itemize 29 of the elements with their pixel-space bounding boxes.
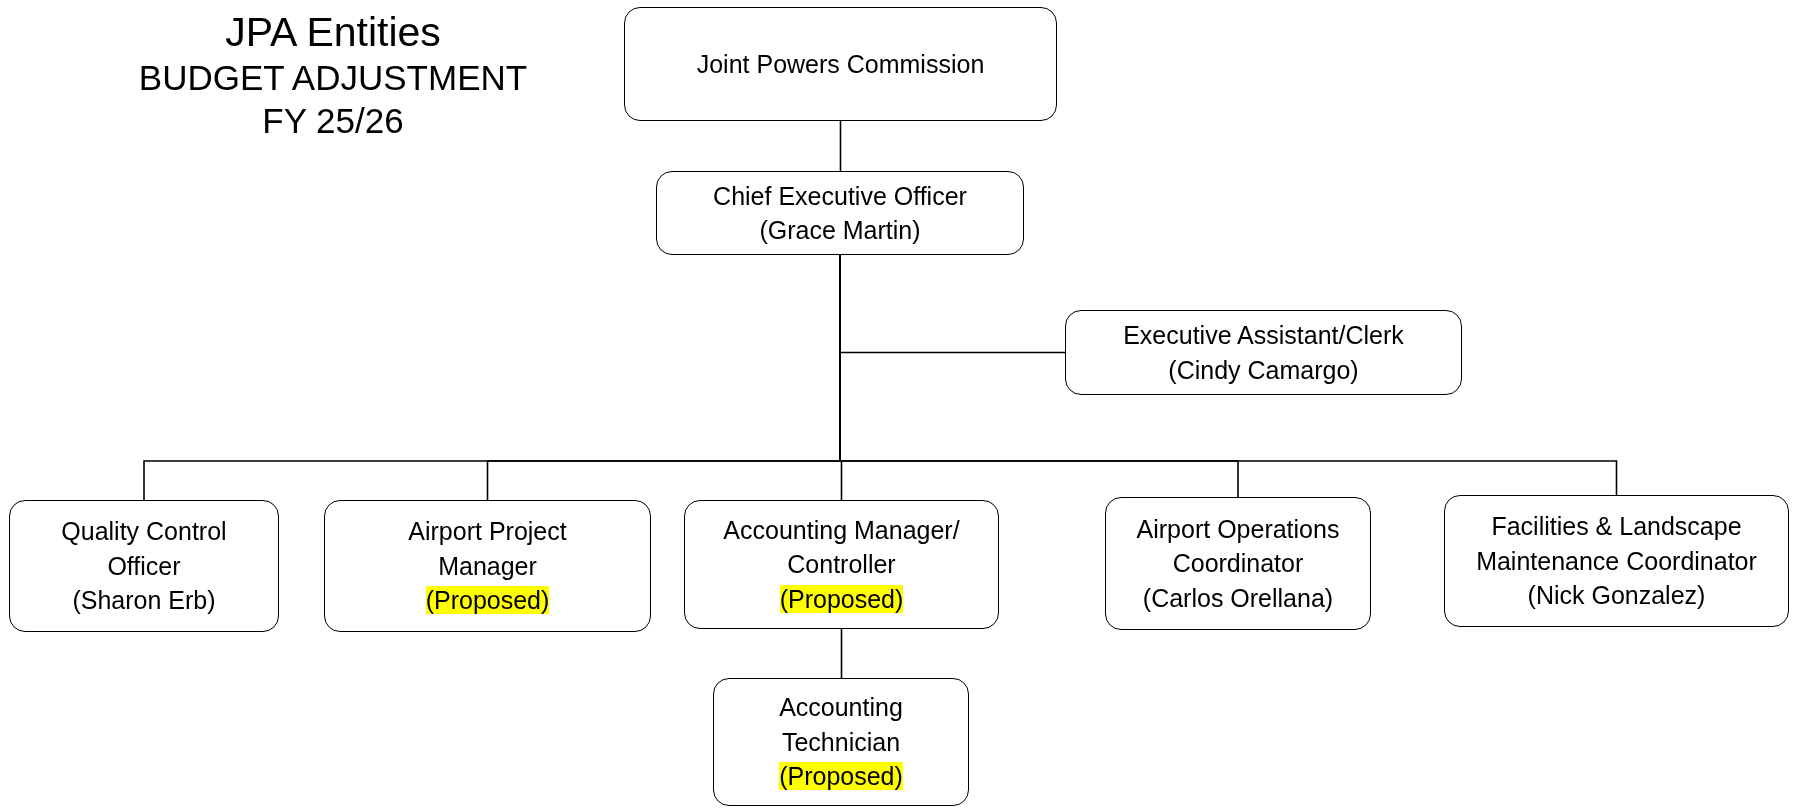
role-title: Facilities & Landscape Maintenance Coordinator xyxy=(1475,511,1758,577)
role-title: Executive Assistant/Clerk xyxy=(1122,320,1405,351)
connector-line xyxy=(840,628,843,679)
role-title: Accounting Technician xyxy=(778,692,904,758)
role-title: Chief Executive Officer xyxy=(712,180,968,212)
diagram-title: JPA Entities xyxy=(224,8,442,57)
person-name: (Nick Gonzalez) xyxy=(1526,580,1707,612)
person-name: (Carlos Orellana) xyxy=(1141,582,1335,614)
person-name: (Sharon Erb) xyxy=(71,585,217,617)
role-box xyxy=(9,500,279,632)
role-box xyxy=(684,500,999,629)
role-box xyxy=(713,678,969,806)
role-title: Airport Project Manager xyxy=(407,516,568,582)
role-title: Accounting Manager/ Controller xyxy=(722,514,961,581)
role-title: Quality Control Officer xyxy=(60,516,228,582)
role-title: Airport Operations Coordinator xyxy=(1135,513,1341,580)
role-title: Joint Powers Commission xyxy=(695,48,986,80)
role-box xyxy=(1444,495,1789,627)
subtitle-text: BUDGET ADJUSTMENT xyxy=(137,57,529,99)
role-box xyxy=(1105,497,1371,630)
person-name: (Grace Martin) xyxy=(758,215,922,246)
person-name: (Cindy Camargo) xyxy=(1167,354,1360,386)
role-box xyxy=(624,7,1057,121)
proposed-tag: (Proposed) xyxy=(375,583,600,618)
connector-line xyxy=(839,120,842,172)
role-box xyxy=(324,500,651,632)
subtitle-text: FY 25/26 xyxy=(261,100,405,142)
role-box xyxy=(1065,310,1462,395)
role-box xyxy=(656,171,1024,255)
